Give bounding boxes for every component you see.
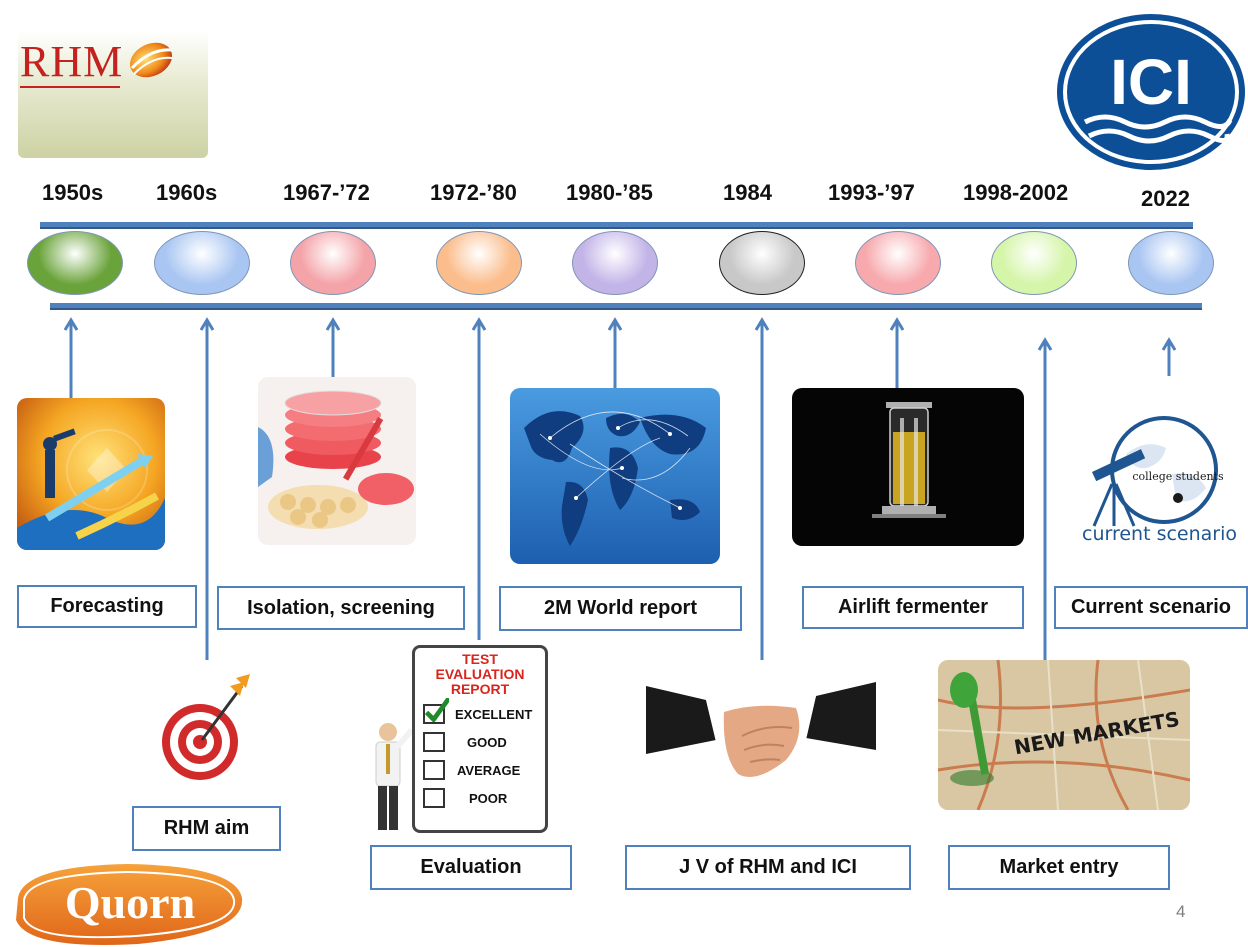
checkbox-icon <box>423 732 445 752</box>
report-row-average: AVERAGE <box>423 760 520 780</box>
label-current-scenario: Current scenario <box>1054 586 1248 629</box>
year-1980-85: 1980-’85 <box>566 180 653 205</box>
label-world-report: 2M World report <box>499 586 742 631</box>
timeline-oval-8 <box>991 231 1077 295</box>
label-airlift-fermenter: Airlift fermenter <box>802 586 1024 629</box>
timeline-oval-9 <box>1128 231 1214 295</box>
rhm-logo: RHM <box>18 30 208 160</box>
report-title-1: TEST <box>462 651 498 667</box>
report-row-excellent: EXCELLENT <box>423 698 532 724</box>
rhm-logo-text: RHM <box>20 37 124 86</box>
target-icon <box>162 674 250 780</box>
year-1993-97: 1993-’97 <box>828 180 915 205</box>
timeline-oval-1 <box>27 231 123 295</box>
label-isolation-screening: Isolation, screening <box>217 586 465 630</box>
report-row-poor: POOR <box>423 788 507 808</box>
forecasting-image <box>17 398 165 550</box>
year-1950s: 1950s <box>42 180 104 205</box>
label-evaluation: Evaluation <box>370 845 572 890</box>
current-scenario-sign-1: college students <box>1132 470 1224 483</box>
timeline-oval-4 <box>436 231 522 295</box>
year-2022: 2022 <box>1141 186 1190 211</box>
airlift-fermenter-image <box>792 388 1024 546</box>
report-row-good: GOOD <box>423 732 507 752</box>
page-number: 4 <box>1176 902 1186 921</box>
checkbox-icon <box>423 788 445 808</box>
quorn-logo-text: Quorn <box>65 877 195 928</box>
presenter-figure <box>375 723 414 830</box>
label-forecasting: Forecasting <box>17 585 197 628</box>
checkbox-icon <box>423 760 445 780</box>
year-1998-2002: 1998-2002 <box>963 180 1069 205</box>
sun-icon <box>129 42 173 78</box>
year-1972-80: 1972-’80 <box>430 180 517 205</box>
timeline-top-bar <box>40 222 1193 229</box>
label-rhm-aim: RHM aim <box>132 806 281 851</box>
timeline-oval-3 <box>290 231 376 295</box>
evaluation-report-image: TEST EVALUATION REPORT EXCELLENT GOOD AV… <box>412 645 548 833</box>
market-entry-image: NEW MARKETS <box>938 660 1190 810</box>
current-scenario-sign-2: current scenario <box>1082 523 1237 545</box>
timeline-oval-2 <box>154 231 250 295</box>
year-1984: 1984 <box>723 180 772 205</box>
report-title-3: REPORT <box>450 681 510 697</box>
label-market-entry: Market entry <box>948 845 1170 890</box>
label-jv-rhm-ici: J V of RHM and ICI <box>625 845 911 890</box>
checkbox-checked-icon <box>423 698 449 724</box>
year-1967-72: 1967-’72 <box>283 180 370 205</box>
ici-logo: ICI <box>1057 14 1245 170</box>
current-scenario-image: college students current scenario <box>1082 416 1237 545</box>
timeline-oval-5 <box>572 231 658 295</box>
world-map-image <box>510 388 720 564</box>
timeline-oval-6 <box>719 231 805 295</box>
ici-logo-text: ICI <box>1110 46 1192 118</box>
handshake-image <box>646 682 876 777</box>
timeline-bottom-bar <box>50 303 1202 310</box>
year-1960s: 1960s <box>156 180 218 205</box>
petri-dish-image <box>258 377 416 545</box>
quorn-logo: Quorn <box>16 864 243 945</box>
timeline-oval-7 <box>855 231 941 295</box>
report-title-2: EVALUATION <box>435 666 525 682</box>
